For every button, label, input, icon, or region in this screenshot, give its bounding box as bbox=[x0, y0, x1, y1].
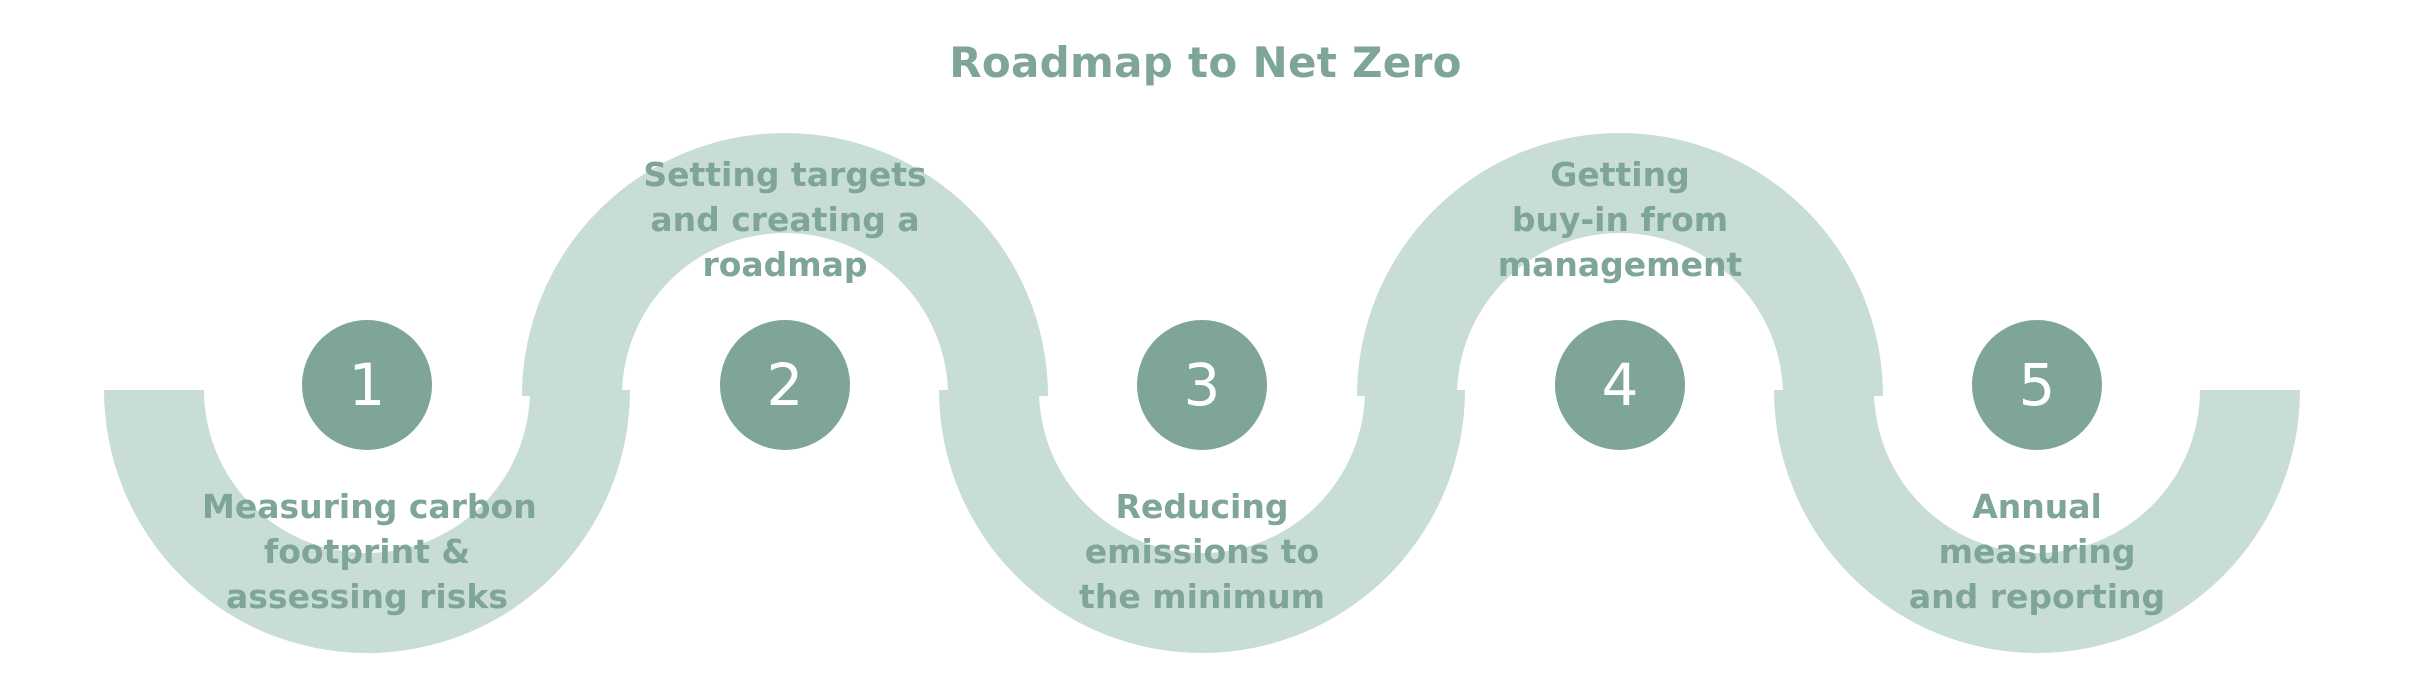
step-5-label-line-3: and reporting bbox=[1908, 577, 2166, 616]
wave-segment-1-upper bbox=[104, 390, 630, 653]
step-2-label-line-1: Setting targets bbox=[643, 155, 927, 194]
step-3-number: 3 bbox=[1183, 351, 1221, 419]
step-3-circle bbox=[1137, 320, 1267, 450]
step-2-number: 2 bbox=[766, 351, 804, 419]
step-2-circle bbox=[720, 320, 850, 450]
step-1-label-line-3: assessing risks bbox=[226, 577, 508, 616]
step-1-number: 1 bbox=[348, 351, 386, 419]
step-5-circle bbox=[1972, 320, 2102, 450]
wave-segment-4-lower bbox=[1357, 133, 1883, 396]
step-4-number: 4 bbox=[1601, 351, 1639, 419]
wave-bands bbox=[104, 133, 2300, 653]
step-3-label: Reducing emissions to the minimum bbox=[1037, 484, 1367, 619]
step-1-circle bbox=[302, 320, 432, 450]
step-4-label: Getting buy-in from management bbox=[1455, 152, 1785, 287]
step-4-circle bbox=[1555, 320, 1685, 450]
step-circles bbox=[302, 320, 2102, 450]
wave-segment-3-upper bbox=[939, 390, 1465, 653]
step-4-label-line-1: Getting bbox=[1550, 155, 1690, 194]
step-2-label: Setting targets and creating a roadmap bbox=[620, 152, 950, 287]
step-4-label-line-2: buy-in from bbox=[1511, 200, 1729, 239]
step-5-label: Annual measuring and reporting bbox=[1872, 484, 2202, 619]
step-5-label-line-2: measuring bbox=[1938, 532, 2136, 571]
step-2-label-line-2: and creating a bbox=[650, 200, 920, 239]
wave-segment-2-lower bbox=[522, 133, 1048, 396]
step-5-label-line-1: Annual bbox=[1972, 487, 2102, 526]
step-5-number: 5 bbox=[2018, 351, 2056, 419]
step-1-label-line-2: footprint & bbox=[263, 532, 471, 571]
step-3-label-line-3: the minimum bbox=[1079, 577, 1325, 616]
diagram-title: Roadmap to Net Zero bbox=[949, 38, 1462, 87]
step-1-label-line-1: Measuring carbon bbox=[202, 487, 537, 526]
step-3-label-line-2: emissions to bbox=[1084, 532, 1320, 571]
step-2-label-line-3: roadmap bbox=[702, 245, 868, 284]
step-3-label-line-1: Reducing bbox=[1115, 487, 1289, 526]
wave-segment-5-upper bbox=[1774, 390, 2300, 653]
step-1-label: Measuring carbon footprint & assessing r… bbox=[202, 484, 537, 619]
step-4-label-line-3: management bbox=[1497, 245, 1743, 284]
